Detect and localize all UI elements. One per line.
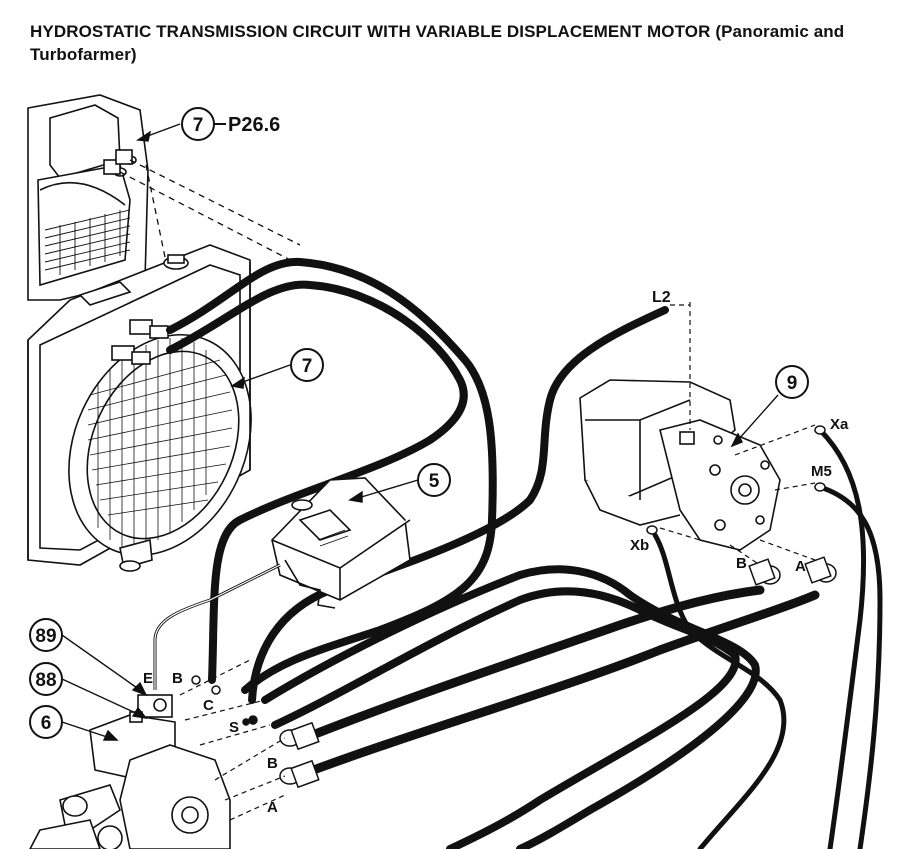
port-label-E: E	[143, 670, 153, 687]
page-reference: P26.6	[228, 114, 280, 136]
main-hose-2	[261, 565, 760, 849]
port-label-lower-B: B	[267, 755, 278, 772]
hose-Xb	[652, 532, 787, 849]
port-label-C: C	[203, 697, 214, 714]
port-label-Xb: Xb	[630, 537, 649, 554]
port-label-motor-B: B	[736, 555, 747, 572]
svg-text:6: 6	[41, 713, 52, 734]
svg-text:5: 5	[429, 471, 440, 492]
svg-text:7: 7	[302, 356, 313, 377]
port-label-motor-A: A	[795, 558, 806, 575]
variable-displacement-motor	[579, 379, 781, 551]
cooler-hose-lower	[166, 280, 468, 684]
hydrostatic-pump	[29, 694, 231, 849]
callout-7-top: 7 P26.6	[181, 107, 280, 141]
svg-text:89: 89	[35, 626, 56, 647]
callout-9-motor: 9	[775, 365, 809, 399]
cooler-hose-upper	[166, 257, 497, 694]
svg-text:7: 7	[193, 115, 204, 136]
callout-89: 89	[29, 618, 63, 652]
hose-motor-A	[295, 590, 820, 780]
drain-hose-L2	[248, 306, 669, 704]
hose-M5	[817, 484, 883, 849]
port-label-Xa: Xa	[830, 416, 849, 433]
port-label-lower-A: A	[267, 799, 278, 816]
svg-text:9: 9	[787, 373, 798, 394]
pump-port-dots	[191, 675, 250, 726]
engine-block	[27, 94, 149, 301]
hydraulic-hoses	[166, 257, 883, 849]
oil-cooler-radiator	[27, 244, 252, 572]
callout-5-reservoir: 5	[417, 463, 451, 497]
port-label-pump-B: B	[172, 670, 183, 687]
svg-text:88: 88	[35, 670, 56, 691]
engine-connection-dashes	[119, 159, 301, 331]
callout-88: 88	[29, 662, 63, 696]
port-label-M5: M5	[811, 463, 832, 480]
callout-7-cooler: 7	[290, 348, 324, 382]
diagram-title: HYDROSTATIC TRANSMISSION CIRCUIT WITH VA…	[30, 22, 845, 64]
port-label-L2: L2	[652, 289, 671, 306]
port-label-S: S	[229, 719, 239, 736]
hose-fittings	[248, 425, 837, 789]
motor-connection-dashes	[659, 302, 816, 566]
port-labels: L2 Xa M5 Xb B A E B C S B A	[143, 289, 849, 816]
hose-Xa	[817, 427, 867, 849]
hose-motor-B	[295, 585, 765, 745]
callout-leaders	[61, 123, 779, 741]
callout-6-pump: 6	[29, 705, 63, 739]
oil-reservoir	[271, 477, 411, 609]
pump-connection-dashes	[179, 659, 286, 821]
